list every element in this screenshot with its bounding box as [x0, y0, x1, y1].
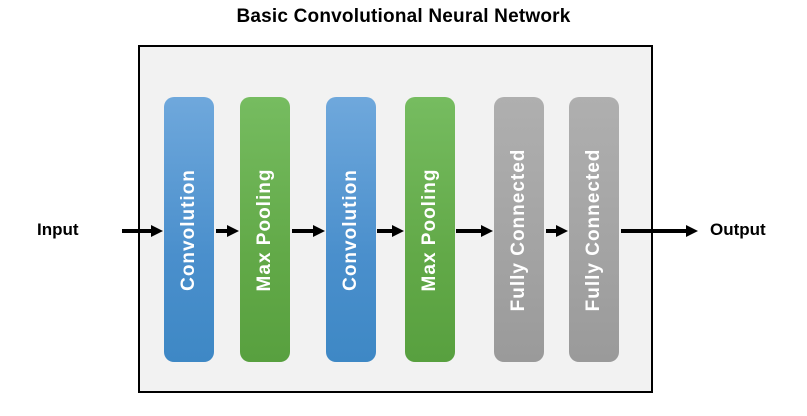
block-label: Fully Connected — [583, 148, 604, 311]
arrow-shaft — [377, 229, 394, 233]
arrowhead-icon — [481, 225, 493, 237]
output-label: Output — [710, 220, 766, 239]
arrow-shaft — [216, 229, 229, 233]
page-title: Basic Convolutional Neural Network — [236, 6, 571, 27]
block-label: Convolution — [340, 168, 361, 291]
arrowhead-icon — [313, 225, 325, 237]
arrow-shaft — [546, 229, 558, 233]
diagram-frame — [138, 45, 653, 393]
arrow-shaft — [292, 229, 315, 233]
arrow-shaft — [122, 229, 153, 233]
block-max-pooling-2: Max Pooling — [405, 97, 455, 362]
arrowhead-icon — [392, 225, 404, 237]
arrowhead-icon — [151, 225, 163, 237]
input-label: Input — [37, 220, 79, 239]
block-fully-connected-1: Fully Connected — [494, 97, 544, 362]
block-fully-connected-2: Fully Connected — [569, 97, 619, 362]
block-max-pooling-1: Max Pooling — [240, 97, 290, 362]
block-label: Max Pooling — [254, 168, 275, 291]
block-label: Fully Connected — [508, 148, 529, 311]
block-label: Convolution — [178, 168, 199, 291]
block-convolution-1: Convolution — [164, 97, 214, 362]
arrowhead-icon — [227, 225, 239, 237]
block-label: Max Pooling — [419, 168, 440, 291]
arrowhead-icon — [556, 225, 568, 237]
arrow-shaft — [456, 229, 483, 233]
block-convolution-2: Convolution — [326, 97, 376, 362]
arrow-shaft — [621, 229, 688, 233]
arrowhead-icon — [686, 225, 698, 237]
